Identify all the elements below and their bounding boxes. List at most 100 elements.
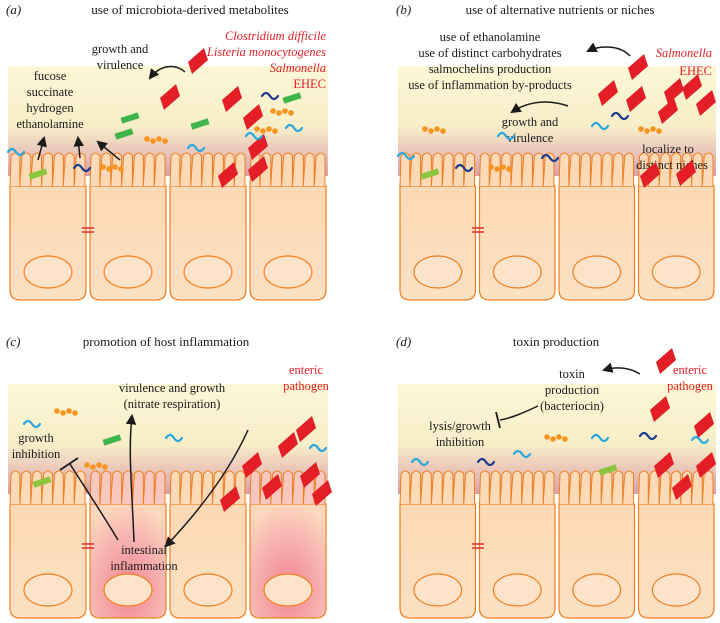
panel-letter: (b) [396,2,411,17]
panel-a: (a) use of microbiota-derived metabolite… [6,2,328,301]
metabolite-label: ethanolamine [16,117,84,131]
microvilli [9,152,86,187]
inhibition-bar [59,457,79,471]
pathogen-name: EHEC [679,64,712,78]
lightgreen-bacterium [598,464,618,476]
nucleus [413,573,463,607]
red-pathogen [650,348,716,500]
microvilli [479,470,555,505]
epithelium [9,470,327,619]
panel-title: use of alternative nutrients or niches [466,2,655,17]
arrow-label: growth and [92,42,149,56]
nucleus [103,255,153,289]
metabolite-arrow [96,140,121,161]
tight-junction [82,227,94,233]
pathogen-name: enteric [289,363,323,377]
nucleus [23,255,73,289]
nutrient-arrow [586,42,631,57]
epithelium [399,470,715,619]
panel-letter: (a) [6,2,21,17]
navy-bacterium [72,91,280,173]
orange-bacterium [422,126,662,172]
virulence-label: virulence and growth [119,381,226,395]
pathogen-name: enteric [673,363,707,377]
nucleus [413,255,463,289]
green-bacterium [102,434,122,446]
metabolite-label: succinate [27,85,74,99]
panel-d: (d) toxin production enteric pathogen to… [396,334,716,619]
nucleus [651,573,701,607]
tight-junction [472,543,484,549]
lysis-label: inhibition [436,435,485,449]
nucleus [183,255,233,289]
epithelium [399,152,715,301]
pathogen-name: Clostridium difficile [225,29,326,43]
microvilli [558,470,634,505]
inhibition-label: growth [18,431,54,445]
blue-bacterium [410,433,710,467]
nucleus [263,573,313,607]
inhibition-label: inhibition [12,447,61,461]
blue-bacterium [396,121,610,161]
nucleus [263,255,313,289]
inflammation-label: inflammation [110,559,178,573]
toxin-label: production [545,383,600,397]
nucleus [572,573,622,607]
nutrient-label: use of inflammation by-products [408,78,572,92]
panel-title: use of microbiota-derived metabolites [91,2,288,17]
pathogen-name: Salmonella [656,46,712,60]
niche-label: localize to [642,142,694,156]
microvilli [399,470,475,505]
arrow-label: virulence [97,58,144,72]
panel-title: toxin production [513,334,600,349]
lightgreen-bacterium [28,168,48,180]
tight-junction [82,543,94,549]
red-pathogen [160,48,268,188]
red-pathogen [598,54,716,188]
niche-label: distinct niches [636,158,708,172]
pathogen-name: pathogen [667,379,714,393]
lightgreen-bacterium [32,476,52,488]
orange-bacterium [54,408,108,470]
panel-c: (c) promotion of host inflammation enter… [6,334,332,619]
nucleus [572,255,622,289]
microvilli [89,152,166,187]
lightgreen-bacterium [420,168,440,180]
microvilli [89,470,166,505]
growth-arrow [148,65,186,80]
nucleus [492,573,542,607]
panel-letter: (d) [396,334,411,349]
pathogen-name: Salmonella [270,61,326,75]
toxin-label: (bacteriocin) [540,399,604,413]
orange-bacterium [100,108,294,172]
growth-label: virulence [507,131,554,145]
microvilli [558,152,634,187]
toxin-arrow [601,362,641,375]
pathogen-name: pathogen [283,379,330,393]
metabolite-arrow [36,135,47,161]
blue-bacterium [6,123,304,157]
red-pathogen [220,416,332,512]
navy-bacterium [476,431,658,467]
panel-b: (b) use of alternative nutrients or nich… [396,2,716,301]
epithelium [9,152,327,301]
microvilli [9,470,86,505]
panel-title: promotion of host inflammation [83,334,250,349]
nutrient-label: salmochelins production [429,62,552,76]
nucleus [23,573,73,607]
pathogen-name: Listeria monocytogenes [206,45,326,59]
lysis-label: lysis/growth [429,419,492,433]
nucleus [492,255,542,289]
metabolite-label: hydrogen [26,101,74,115]
pathogen-to-inflammation-arrow [164,429,249,548]
navy-bacterium [454,111,630,173]
growth-arrow [510,101,569,114]
green-bacterium [114,92,302,140]
inflammation-label: intestinal [121,543,167,557]
virulence-arrow [125,413,137,543]
blue-bacterium [22,419,328,453]
nutrient-label: use of ethanolamine [440,30,541,44]
nucleus [651,255,701,289]
pathogen-name: EHEC [293,77,326,91]
